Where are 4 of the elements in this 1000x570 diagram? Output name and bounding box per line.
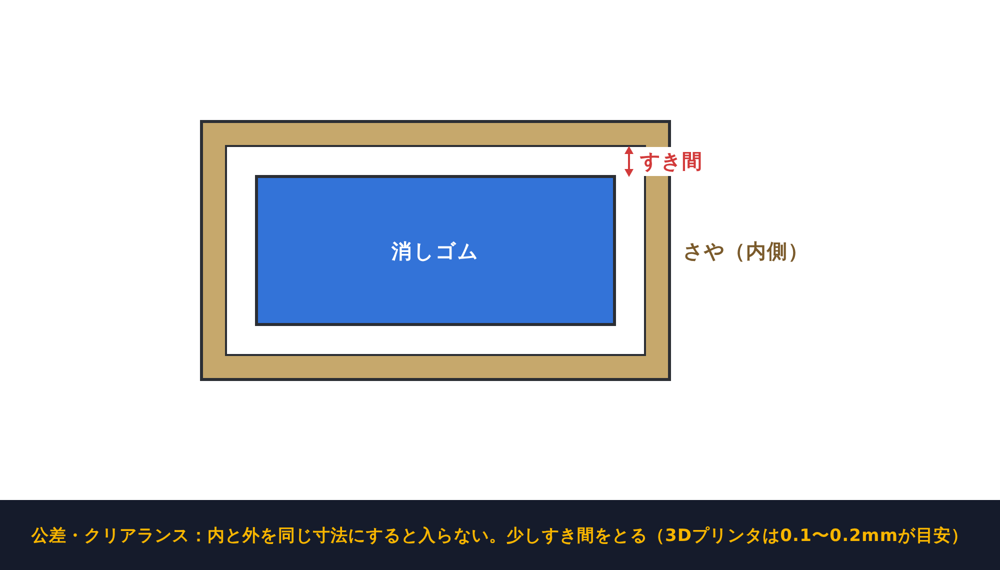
caption: 公差・クリアランス：内と外を同じ寸法にすると入らない。少しすき間をとる（3Dプリンタは0.1〜0.2mmが目安） [31,524,969,546]
eraser-block [255,175,616,326]
frame-label: さや（内側） [683,239,809,263]
eraser-label: 消しゴム [392,238,480,262]
